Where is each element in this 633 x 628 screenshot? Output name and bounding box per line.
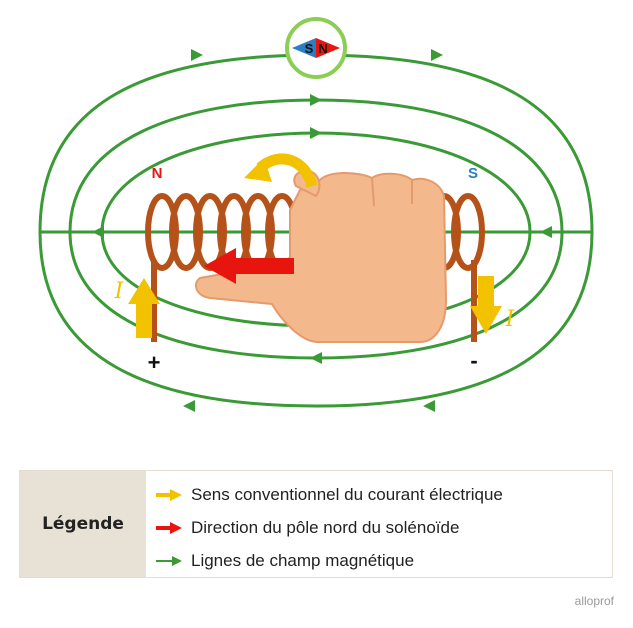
field-arrow bbox=[183, 400, 195, 412]
legend-title: Légende bbox=[20, 471, 146, 577]
field-arrow bbox=[310, 127, 322, 139]
solenoid-diagram: S N N S I I + - bbox=[38, 17, 594, 412]
legend-label: Sens conventionnel du courant électrique bbox=[191, 484, 503, 504]
legend-items: Sens conventionnel du courant électrique… bbox=[146, 471, 612, 577]
legend-item-field: Lignes de champ magnétique bbox=[156, 544, 612, 577]
pole-label-north: N bbox=[152, 165, 163, 182]
legend-item-north: Direction du pôle nord du solénoïde bbox=[156, 511, 612, 544]
legend: Légende Sens conventionnel du courant él… bbox=[19, 470, 613, 578]
current-label-right: I bbox=[505, 307, 516, 332]
legend-label: Lignes de champ magnétique bbox=[191, 550, 415, 570]
field-arrow bbox=[191, 49, 203, 61]
current-arrow-down bbox=[470, 276, 502, 334]
field-arrow bbox=[310, 94, 322, 106]
field-arrow bbox=[540, 226, 552, 238]
compass-south-label: S bbox=[305, 41, 314, 56]
compass: S N bbox=[285, 17, 347, 79]
current-curl-arrow bbox=[244, 153, 318, 188]
terminal-minus: - bbox=[470, 348, 477, 373]
wire-lead-right bbox=[471, 260, 477, 342]
pole-label-south: S bbox=[468, 165, 478, 182]
legend-item-current: Sens conventionnel du courant électrique bbox=[156, 478, 612, 511]
current-arrow-up bbox=[128, 278, 160, 338]
brand-logo: alloprof bbox=[574, 594, 614, 608]
field-line-outer-bottom bbox=[38, 231, 594, 408]
north-direction-arrow bbox=[204, 248, 294, 284]
field-arrow bbox=[310, 352, 322, 364]
field-arrow bbox=[423, 400, 435, 412]
red-arrow-icon bbox=[156, 521, 182, 534]
current-label-left: I bbox=[114, 279, 125, 304]
compass-north-label: N bbox=[318, 41, 327, 56]
legend-label: Direction du pôle nord du solénoïde bbox=[191, 517, 460, 537]
green-arrow-icon bbox=[156, 555, 182, 566]
yellow-arrow-icon bbox=[156, 488, 182, 501]
field-arrow bbox=[92, 226, 104, 238]
field-arrow bbox=[431, 49, 443, 61]
terminal-plus: + bbox=[148, 350, 161, 375]
